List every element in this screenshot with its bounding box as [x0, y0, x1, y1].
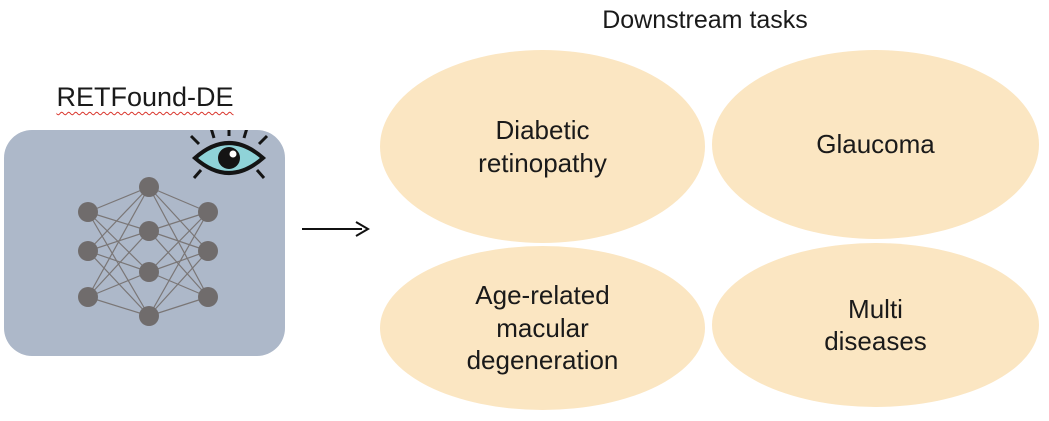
network-edge — [148, 211, 209, 317]
task-multi-diseases: Multi diseases — [712, 243, 1039, 407]
network-node — [139, 177, 159, 197]
network-edge — [87, 250, 150, 317]
network-node — [139, 306, 159, 326]
network-node — [139, 221, 159, 241]
network-edge — [87, 186, 150, 213]
network-edge — [87, 230, 150, 298]
network-edge — [87, 186, 150, 298]
task-age-related-macular-degeneration: Age-related macular degeneration — [380, 246, 705, 410]
model-box — [4, 130, 285, 356]
network-edge — [148, 271, 209, 298]
network-edge — [148, 250, 209, 273]
network-node — [78, 202, 98, 222]
task-label: Diabetic retinopathy — [478, 115, 607, 178]
task-label: Age-related macular degeneration — [466, 280, 619, 376]
network-node — [198, 241, 218, 261]
network-edge — [87, 211, 150, 232]
network-node — [78, 287, 98, 307]
task-diabetic-retinopathy: Diabetic retinopathy — [380, 50, 705, 243]
network-node — [139, 262, 159, 282]
network-edge — [148, 211, 209, 232]
eye-icon — [189, 130, 269, 179]
right-arrow-icon — [302, 221, 370, 237]
network-edge — [148, 186, 209, 252]
task-label: Glaucoma — [816, 129, 935, 160]
neural-network-graphic — [78, 130, 269, 326]
task-glaucoma: Glaucoma — [712, 50, 1039, 239]
network-edge — [148, 250, 209, 317]
network-node — [198, 287, 218, 307]
network-edge — [148, 296, 209, 317]
network-edge — [148, 211, 209, 273]
network-node — [198, 202, 218, 222]
downstream-tasks-title: Downstream tasks — [602, 6, 808, 34]
network-edge — [148, 186, 209, 213]
network-node — [78, 241, 98, 261]
network-edge — [87, 186, 150, 252]
task-label: Multi diseases — [824, 293, 927, 357]
model-title: RETFound-DE — [56, 82, 234, 112]
network-edge — [148, 230, 209, 252]
network-edge — [87, 250, 150, 273]
network-edge — [87, 296, 150, 317]
network-edge — [87, 271, 150, 298]
